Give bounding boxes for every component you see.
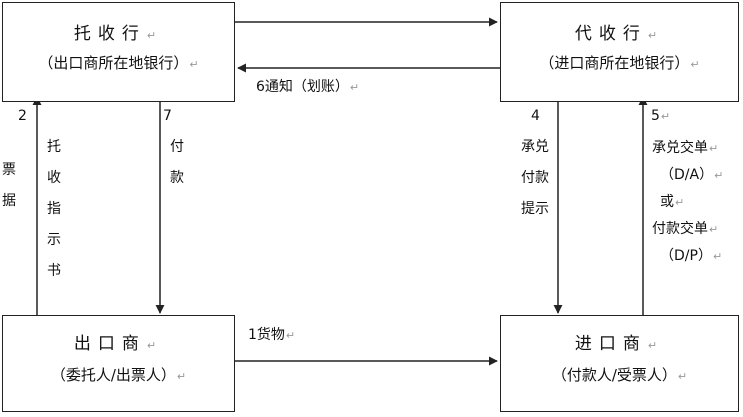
- step5-number: 5↵: [651, 108, 671, 124]
- step5-line: 承兑交单↵: [652, 140, 719, 156]
- step2-char: 收: [47, 170, 61, 186]
- step2-number: 2: [18, 108, 27, 124]
- step5-line: （D/P）↵: [660, 248, 723, 264]
- step2-char: 指: [47, 201, 61, 217]
- exporter-title: 出口商↵: [73, 334, 164, 354]
- collecting-bank-title: 代收行↵: [574, 24, 665, 44]
- remitting-bank-box: 托收行↵ （出口商所在地银行）↵: [2, 2, 235, 102]
- importer-subtitle: （付款人/受票人）↵: [551, 366, 688, 384]
- step7-text: 付 款: [168, 132, 186, 194]
- step4-line: 提示: [521, 201, 549, 217]
- step2-partial-char: 票: [2, 162, 16, 178]
- step5-line: （D/A）↵: [660, 167, 724, 183]
- step2-char: 托: [47, 139, 61, 155]
- step2-partial-char: 据: [2, 193, 16, 209]
- step7-char: 款: [170, 170, 184, 186]
- step4-number: 4: [531, 108, 540, 124]
- goods-label: 1货物↵: [248, 327, 296, 343]
- remitting-bank-title: 托收行↵: [73, 24, 164, 44]
- step7-number: 7: [163, 108, 172, 124]
- notice-label: 6通知（划账）↵: [256, 79, 360, 95]
- step2-char: 书: [47, 263, 61, 279]
- step4-line: 付款: [521, 170, 549, 186]
- step5-text: 承兑交单↵ （D/A）↵ 或↵ 付款交单↵ （D/P）↵: [652, 135, 723, 270]
- importer-box: 进口商↵ （付款人/受票人）↵: [500, 315, 739, 412]
- step2-char: 示: [47, 232, 61, 248]
- exporter-box: 出口商↵ （委托人/出票人）↵: [2, 315, 235, 412]
- collecting-bank-subtitle: （进口商所在地银行）↵: [539, 54, 700, 72]
- step4-text: 承兑 付款 提示: [515, 132, 555, 225]
- remitting-bank-subtitle: （出口商所在地银行）↵: [38, 54, 199, 72]
- collecting-bank-box: 代收行↵ （进口商所在地银行）↵: [500, 2, 739, 102]
- step5-line: 付款交单↵: [652, 221, 719, 237]
- step5-line: 或↵: [660, 194, 685, 210]
- step4-line: 承兑: [521, 139, 549, 155]
- step2-text: 托 收 指 示 书: [45, 132, 63, 287]
- importer-title: 进口商↵: [574, 334, 665, 354]
- exporter-subtitle: （委托人/出票人）↵: [50, 366, 187, 384]
- step7-char: 付: [170, 139, 184, 155]
- step2-partial-text: 票 据: [0, 155, 18, 217]
